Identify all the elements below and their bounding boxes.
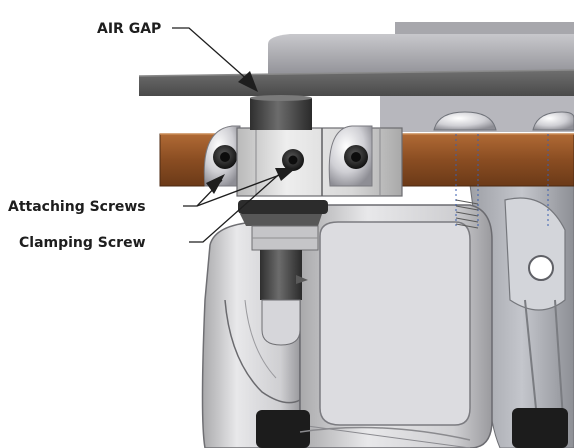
callout-arrowheads [206,71,296,194]
clamp-block [236,127,403,197]
upper-shaft [250,95,312,130]
right-attaching-screw [328,125,373,187]
upper-housing [268,22,574,132]
attaching-screw-left-arrowhead [206,174,225,194]
air-gap-leader [172,27,251,83]
feet [256,408,568,448]
attaching-screws-leader-right [196,172,286,207]
clamping-screw-label: Clamping Screw [19,235,146,251]
air-gap-label: AIR GAP [97,21,162,37]
left-attaching-screw [203,125,241,187]
bar-pan-head-screws [433,111,574,229]
lower-shaft [260,250,308,346]
clamping-screw-leader [189,168,286,243]
center-clamping-screw [282,149,304,171]
clamp-ring-and-nut [238,200,328,251]
air-gap-arrowhead [238,71,258,92]
center-housing-block [299,204,493,448]
attaching-screws-label: Attaching Screws [8,199,146,215]
attaching-screw-right-arrowhead [275,168,296,181]
